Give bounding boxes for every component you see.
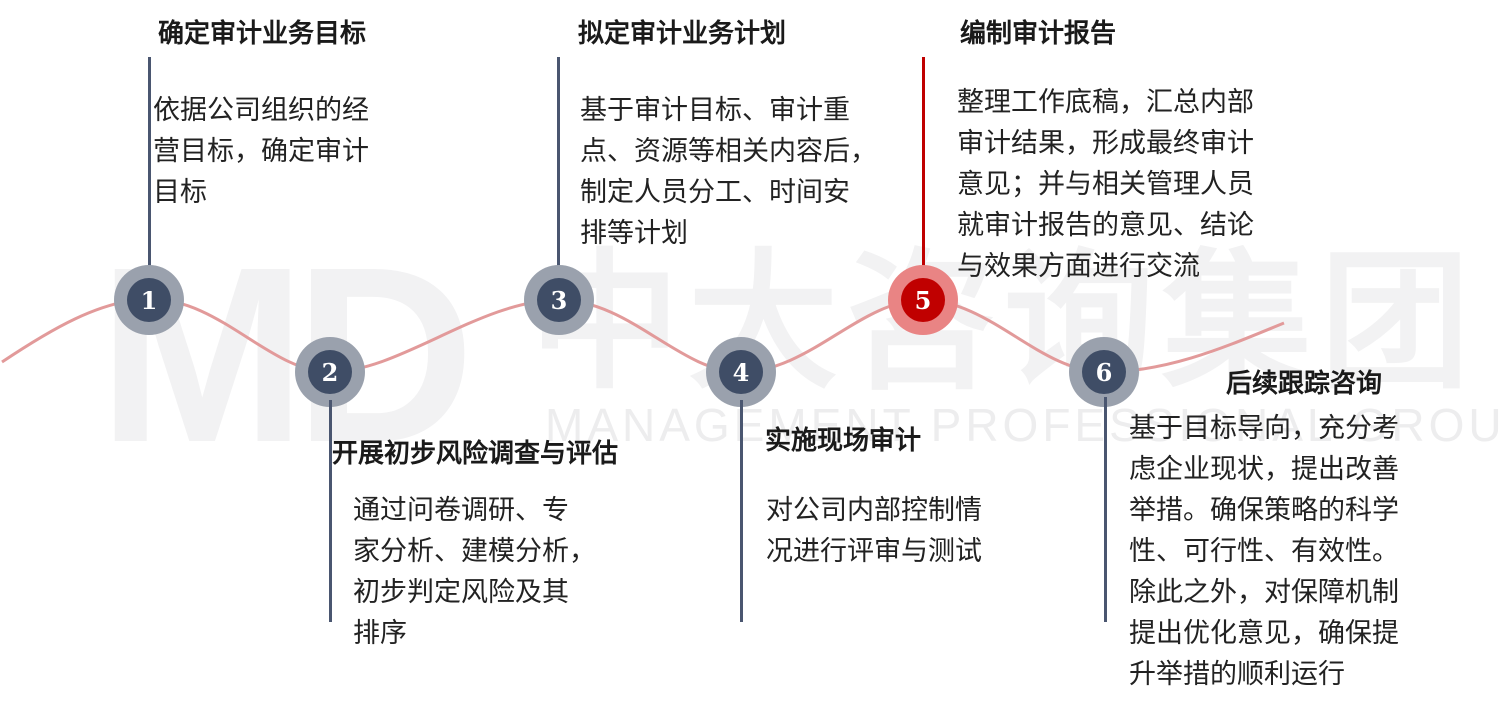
step-6-title: 后续跟踪咨询 [1226,369,1383,399]
step-2-connector-line [329,400,332,622]
step-2-number: 2 [308,350,352,394]
step-1-connector-line [148,57,151,277]
step-1-node: 1 [114,265,184,335]
step-1-description: 依据公司组织的经 营目标，确定审计 目标 [153,95,369,208]
step-2-title: 开展初步风险调查与评估 [332,439,619,469]
step-3-node: 3 [524,265,594,335]
step-4-title: 实施现场审计 [765,426,922,456]
step-4-node: 4 [706,337,776,407]
step-2-node: 2 [295,337,365,407]
step-5-connector-line [922,57,925,277]
step-6-description: 基于目标导向，充分考 虑企业现状，提出改善 举措。确保策略的科学 性、可行性、有… [1129,413,1399,690]
step-2-description: 通过问卷调研、专 家分析、建模分析， 初步判定风险及其 排序 [353,495,596,649]
step-3-title: 拟定审计业务计划 [578,19,787,49]
step-4-description: 对公司内部控制情 况进行评审与测试 [766,495,982,567]
step-4-number: 4 [719,350,763,394]
step-4-connector-line [740,400,743,622]
step-3-connector-line [557,57,560,277]
step-6-node: 6 [1069,337,1139,407]
step-5-node: 5 [888,265,958,335]
step-1-title: 确定审计业务目标 [158,19,367,49]
step-5-number: 5 [901,278,945,322]
step-5-description: 整理工作底稿，汇总内部 审计结果，形成最终审计 意见；并与相关管理人员 就审计报… [957,87,1254,282]
step-3-description: 基于审计目标、审计重 点、资源等相关内容后， 制定人员分工、时间安 排等计划 [580,95,877,249]
step-1-number: 1 [127,278,171,322]
step-6-number: 6 [1082,350,1126,394]
step-5-title: 编制审计报告 [960,19,1117,49]
step-6-connector-line [1104,397,1107,622]
step-3-number: 3 [537,278,581,322]
